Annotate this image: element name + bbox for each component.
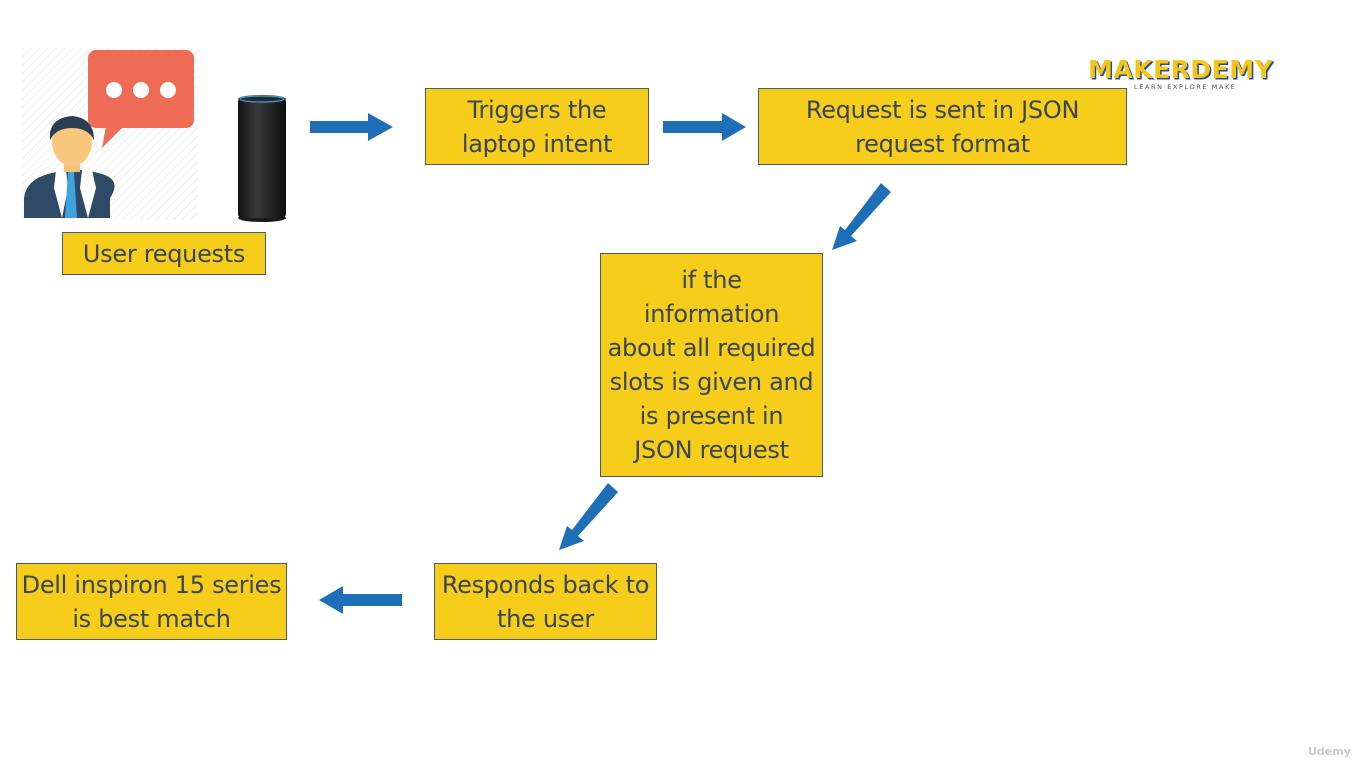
node-user-requests: User requests (62, 232, 266, 275)
makerdemy-logo: MAKERDEMY LEARN EXPLORE MAKE (1088, 56, 1284, 96)
node-dell-match-label: Dell inspiron 15 series is best match (21, 570, 282, 633)
arrow-info-to-respond (559, 483, 618, 550)
node-json-request: Request is sent in JSON request format (758, 88, 1127, 165)
logo-wordmark: MAKERDEMY (1088, 55, 1274, 84)
arrow-request-to-info (832, 183, 891, 250)
arrow-user-to-trigger (310, 113, 393, 141)
user-avatar-icon (22, 48, 198, 220)
arrow-respond-to-dell (319, 586, 402, 614)
node-dell-match: Dell inspiron 15 series is best match (16, 563, 287, 640)
node-user-requests-label: User requests (82, 239, 246, 268)
udemy-watermark: Udemy (1308, 745, 1351, 758)
node-slots-condition: if the information about all required sl… (600, 253, 823, 477)
logo-tagline: LEARN EXPLORE MAKE (1134, 83, 1237, 91)
node-responds-back: Responds back to the user (434, 563, 657, 640)
arrow-trigger-to-request (663, 113, 746, 141)
speech-bubble-icon (88, 50, 194, 148)
node-responds-back-label: Responds back to the user (441, 570, 650, 633)
node-slots-condition-label: if the information about all required sl… (607, 266, 816, 464)
node-triggers-intent-label: Triggers the laptop intent (461, 95, 613, 158)
node-triggers-intent: Triggers the laptop intent (425, 88, 649, 165)
smart-speaker-icon (238, 95, 286, 222)
node-json-request-label: Request is sent in JSON request format (805, 95, 1080, 158)
